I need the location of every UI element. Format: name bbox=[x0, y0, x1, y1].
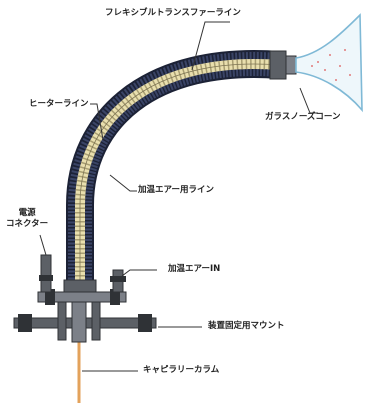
glass-nose-cone bbox=[295, 13, 363, 113]
power-connector bbox=[39, 254, 53, 293]
label-power-connector-line2: コネクター bbox=[6, 219, 49, 229]
label-power-connector-line1: 電源 bbox=[18, 208, 36, 218]
leader-flexible bbox=[191, 21, 230, 71]
label-capillary-column: キャピラリーカラム bbox=[143, 365, 220, 375]
label-glass-nose-cone: ガラスノーズコーン bbox=[265, 112, 341, 122]
heater-wire bbox=[75, 59, 281, 290]
label-heated-air-line: 加温エアー用ライン bbox=[138, 185, 214, 195]
flexible-hose-outer bbox=[66, 50, 282, 290]
label-heated-air-in: 加温エアーIN bbox=[168, 264, 221, 274]
leader-heated-air-in bbox=[121, 269, 157, 277]
cone-fitting bbox=[269, 50, 297, 80]
leader-heated-air-line bbox=[109, 174, 137, 192]
leader-heater bbox=[90, 103, 104, 141]
leader-power-connector bbox=[39, 234, 47, 256]
hose-center-line bbox=[79, 63, 281, 290]
heated-air-inlet bbox=[110, 269, 126, 293]
flexible-hose-jacket bbox=[68, 52, 281, 290]
label-heater-line: ヒーターライン bbox=[29, 99, 89, 109]
label-power-connector: 電源 コネクター bbox=[6, 208, 48, 230]
hose-inner-core bbox=[75, 59, 281, 290]
label-mount: 装置固定用マウント bbox=[208, 321, 285, 331]
mount-bracket bbox=[13, 301, 157, 343]
label-flexible-transfer-line: フレキシブルトランスファーライン bbox=[105, 8, 241, 18]
leader-cone bbox=[299, 87, 318, 114]
